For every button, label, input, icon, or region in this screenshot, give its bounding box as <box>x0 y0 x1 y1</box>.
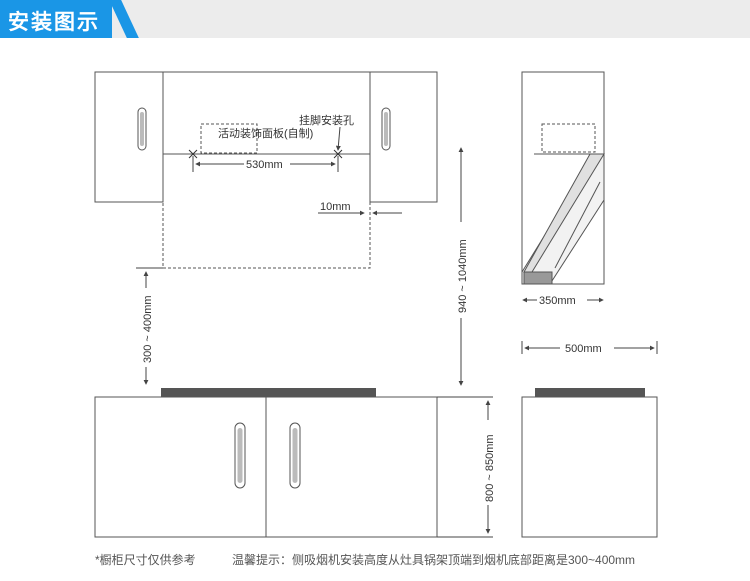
counter-depth-dimension <box>521 341 658 354</box>
page-title: 安装图示 <box>8 11 100 34</box>
base-height-label: 800 ~ 850mm <box>484 434 496 502</box>
base-right-cabinet <box>265 396 438 538</box>
gap-label: 10mm <box>320 201 351 213</box>
cabinet-size-note: *橱柜尺寸仅供参考 <box>95 553 196 567</box>
width-dimension <box>192 156 339 172</box>
width-label: 530mm <box>246 159 283 171</box>
mount-hole-label: 挂脚安装孔 <box>299 113 354 127</box>
side-base-cabinet <box>521 396 658 538</box>
counter-depth-label: 500mm <box>565 343 602 355</box>
hood-to-counter-label: 300 ~ 400mm <box>142 295 154 363</box>
hood-outline <box>162 153 371 269</box>
cabinet-height-label: 940 ~ 1040mm <box>457 239 469 313</box>
hood-to-counter-dimension <box>136 267 163 385</box>
upper-right-cabinet <box>369 71 438 203</box>
decorative-panel <box>200 123 258 154</box>
base-left-handle <box>234 422 246 489</box>
title-tab <box>0 0 132 38</box>
upper-left-cabinet <box>94 71 164 203</box>
upper-left-handle <box>137 107 147 151</box>
front-stove <box>161 388 376 397</box>
installation-tip: 温馨提示：侧吸烟机安装高度从灶具锅架顶端到烟机底部距离是300~400mm <box>232 553 636 567</box>
side-depth-label: 350mm <box>539 295 576 307</box>
mount-hole-arrow <box>335 126 341 151</box>
decorative-panel-label: 活动装饰面板(自制) <box>218 126 313 140</box>
base-right-handle <box>289 422 301 489</box>
side-stove <box>535 388 645 397</box>
side-decorative-panel <box>541 123 596 153</box>
base-height-dimension <box>437 396 493 538</box>
mount-hole-marks <box>188 149 343 159</box>
upper-right-handle <box>381 107 391 151</box>
side-hood-body <box>521 153 605 285</box>
